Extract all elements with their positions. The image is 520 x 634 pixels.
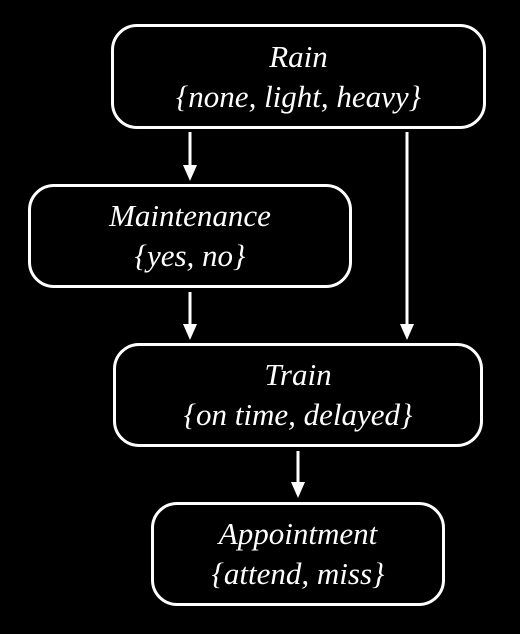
node-maintenance: Maintenance {yes, no} [28,184,352,288]
node-rain: Rain {none, light, heavy} [111,24,486,129]
node-train: Train {on time, delayed} [113,343,483,447]
edge-maintenance-train [183,292,197,340]
node-rain-values: {none, light, heavy} [175,78,422,114]
node-appointment-values: {attend, miss} [211,556,385,591]
node-train-values: {on time, delayed} [183,397,413,432]
node-maintenance-name: Maintenance [109,198,271,233]
edge-rain-train [400,132,414,340]
edge-train-appointment [291,451,305,498]
node-appointment-name: Appointment [218,516,378,551]
edge-rain-maintenance [183,132,197,181]
node-appointment: Appointment {attend, miss} [151,502,445,606]
node-rain-name: Rain [269,38,328,74]
node-train-name: Train [264,357,332,392]
node-maintenance-values: {yes, no} [134,238,246,273]
